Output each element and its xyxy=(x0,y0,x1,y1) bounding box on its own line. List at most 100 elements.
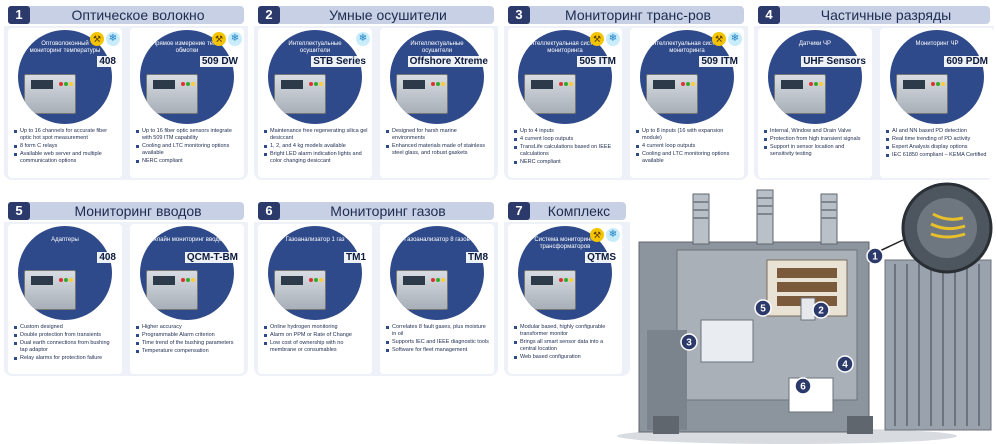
transformer-illustration: 1 2 3 4 5 6 xyxy=(617,182,993,444)
device-led xyxy=(931,82,935,86)
marker-6[interactable]: 6 xyxy=(794,377,812,395)
panel-header-bar xyxy=(258,6,494,24)
feature-badges: ⚒❄ xyxy=(590,32,620,46)
product-circle: Интеллектуальная система мониторинга xyxy=(518,30,612,124)
device-screen xyxy=(153,276,175,285)
feature-item: Temperature compensation xyxy=(136,348,240,355)
device-screen xyxy=(903,80,925,89)
product-circle: Интеллектуальные осушители xyxy=(268,30,362,124)
product-circle: Интеллектуальная система мониторинга xyxy=(640,30,734,124)
panel-number: 6 xyxy=(258,202,280,220)
device-image xyxy=(24,270,76,310)
panel-header-bar xyxy=(8,202,244,220)
device-led xyxy=(186,82,190,86)
device-image xyxy=(646,74,698,114)
circle-label: Газоанализатор 8 газов xyxy=(404,237,470,243)
panel-title: Частичные разряды xyxy=(820,7,952,23)
circle-label: Интеллектуальная система мониторинга xyxy=(526,41,604,54)
device-led xyxy=(441,82,445,86)
product-name: 505 ITM xyxy=(577,56,618,67)
device-led xyxy=(431,278,435,282)
circle-label: Мониторинг ЧР xyxy=(915,41,959,47)
device-image xyxy=(146,270,198,310)
product-circle: Система мониторинга трансформаторов xyxy=(518,226,612,320)
circle-label: Адаптеры xyxy=(51,237,79,243)
product-name: TM1 xyxy=(344,252,368,263)
feature-item: Up to 16 channels for accurate fiber opt… xyxy=(14,128,118,142)
device-led xyxy=(431,82,435,86)
feature-item: TransLife calculations based on IEEE cal… xyxy=(514,144,618,158)
device-screen xyxy=(403,80,425,89)
device-screen xyxy=(653,80,675,89)
feature-item: Expert Analysis display options xyxy=(886,144,990,151)
device-led xyxy=(569,82,573,86)
feature-item: Custom designed xyxy=(14,324,118,331)
device-led xyxy=(309,278,313,282)
product-circle: Интеллектуальные осушители xyxy=(390,30,484,124)
transformer-tank xyxy=(638,241,873,434)
device-led xyxy=(686,82,690,86)
snowflake-icon: ❄ xyxy=(728,32,742,46)
device-led xyxy=(436,278,440,282)
product-name: 408 xyxy=(97,56,118,67)
wrench-icon: ⚒ xyxy=(590,228,604,242)
device-led xyxy=(819,82,823,86)
marker-4[interactable]: 4 xyxy=(836,355,854,373)
marker-label: 5 xyxy=(760,304,766,315)
feature-item: NERC compliant xyxy=(514,159,618,166)
feature-item: Online hydrogen monitoring xyxy=(264,324,368,331)
wrench-icon: ⚒ xyxy=(712,32,726,46)
product-card[interactable]: Интеллектуальная система мониторинга 505 … xyxy=(508,28,622,178)
feature-item: Designed for harsh marine environments xyxy=(386,128,490,142)
marker-1[interactable]: 1 xyxy=(866,247,884,265)
circle-label: Онлайн мониторинг вводов xyxy=(148,237,226,243)
device-screen xyxy=(531,80,553,89)
panel-number: 4 xyxy=(758,6,780,24)
feature-item: Maintenance free regenerating silica gel… xyxy=(264,128,368,142)
device-image xyxy=(896,74,948,114)
panel-title: Мониторинг вводов xyxy=(74,203,202,219)
snowflake-icon: ❄ xyxy=(356,32,370,46)
panel-header-bar xyxy=(508,6,744,24)
circle-label: Интеллектуальные осушители xyxy=(288,41,342,54)
feature-item: Real time trending of PD activity xyxy=(886,136,990,143)
device-led xyxy=(181,82,185,86)
panel-header: 4 Частичные разряды xyxy=(754,4,994,26)
radiator-bank xyxy=(884,259,992,431)
marker-5[interactable]: 5 xyxy=(754,299,772,317)
product-circle: Адаптеры xyxy=(18,226,112,320)
device-led xyxy=(59,278,63,282)
marker-3[interactable]: 3 xyxy=(680,333,698,351)
product-circle: Оптоволоконный мониторинг температуры xyxy=(18,30,112,124)
feature-list: Correlates 8 fault gases, plus moisture … xyxy=(386,324,490,355)
device-image xyxy=(774,74,826,114)
feature-item: 4 current loop outputs xyxy=(514,136,618,143)
device-image xyxy=(396,270,448,310)
marker-2[interactable]: 2 xyxy=(812,301,830,319)
panel-header-bar xyxy=(758,6,990,24)
product-circle: Мониторинг ЧР xyxy=(890,30,984,124)
feature-badges: ⚒❄ xyxy=(712,32,742,46)
device-led xyxy=(314,82,318,86)
marker-label: 6 xyxy=(800,382,806,393)
panel-number: 7 xyxy=(508,202,530,220)
feature-item: Higher accuracy xyxy=(136,324,240,331)
feature-item: Software for fleet management xyxy=(386,347,490,354)
wrench-icon: ⚒ xyxy=(212,32,226,46)
